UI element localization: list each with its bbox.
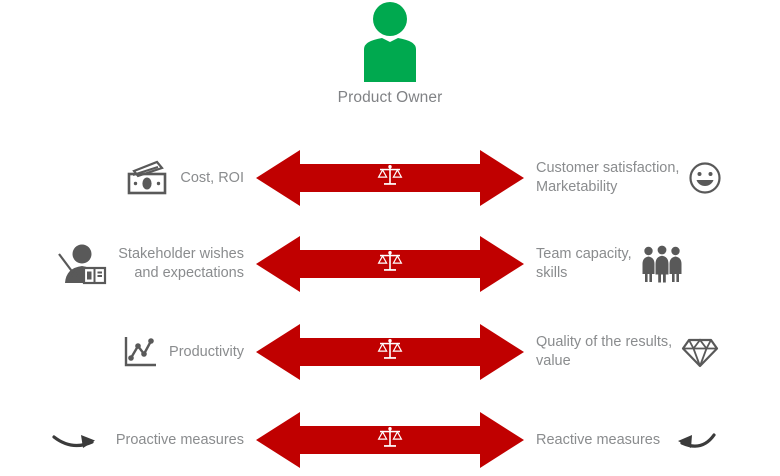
presenter-icon xyxy=(56,242,108,286)
curved-arrow-right-icon xyxy=(50,425,106,455)
row-left-label: Stakeholder wishes and expectations xyxy=(118,246,244,281)
row-right-side: Quality of the results, value xyxy=(528,333,780,371)
balance-arrow xyxy=(252,404,528,476)
balance-scale-icon xyxy=(377,163,403,194)
row-right-side: Reactive measures xyxy=(528,425,780,455)
row-right-label: Team capacity, skills xyxy=(536,246,632,281)
money-icon xyxy=(124,159,170,197)
person-icon xyxy=(352,2,428,82)
row-left-side: Proactive measures xyxy=(0,425,252,455)
row-right-label: Quality of the results, value xyxy=(536,334,673,369)
balance-row: Cost, ROI Customer satisfaction, Marketa… xyxy=(0,142,780,214)
balance-row: Stakeholder wishes and expectations Team… xyxy=(0,228,780,300)
row-right-side: Customer satisfaction, Marketability xyxy=(528,159,780,197)
row-left-label: Productivity xyxy=(169,343,244,360)
smiley-face-icon xyxy=(687,160,723,196)
balance-arrow xyxy=(252,228,528,300)
row-right-side: Team capacity, skills xyxy=(528,245,780,283)
diamond-icon xyxy=(680,335,720,369)
balance-arrow xyxy=(252,316,528,388)
product-owner-label: Product Owner xyxy=(337,89,443,106)
row-right-label: Customer satisfaction, Marketability xyxy=(536,160,680,195)
balance-scale-icon xyxy=(377,249,403,280)
balance-row: Proactive measures Reactive measures xyxy=(0,404,780,476)
row-left-side: Stakeholder wishes and expectations xyxy=(0,242,252,286)
balance-arrow xyxy=(252,142,528,214)
balance-row: Productivity Quality of the results, val… xyxy=(0,316,780,388)
curved-arrow-left-icon xyxy=(668,425,718,455)
balance-scale-icon xyxy=(377,337,403,368)
balance-scale-icon xyxy=(377,425,403,456)
row-left-side: Cost, ROI xyxy=(0,159,252,197)
row-left-side: Productivity xyxy=(0,334,252,370)
row-right-label: Reactive measures xyxy=(536,431,661,448)
team-group-icon xyxy=(640,245,684,283)
line-chart-icon xyxy=(121,334,159,370)
row-left-label: Cost, ROI xyxy=(180,169,244,186)
row-left-label: Proactive measures xyxy=(115,431,244,448)
product-owner-block: Product Owner xyxy=(0,0,780,132)
